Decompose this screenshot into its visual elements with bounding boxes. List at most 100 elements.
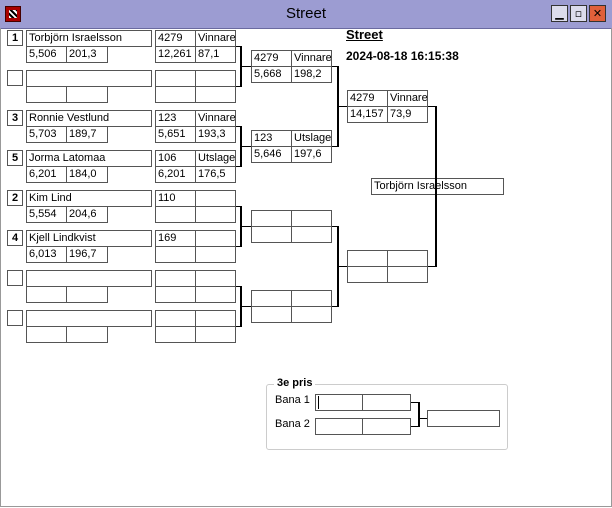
speed-value[interactable]: 196,7: [66, 246, 108, 263]
qf-car-number[interactable]: [251, 290, 292, 307]
sf-trap-speed[interactable]: [387, 266, 428, 283]
car-number[interactable]: 4279: [155, 30, 196, 47]
car-number[interactable]: 123: [155, 110, 196, 127]
sf-elapsed-time[interactable]: 14,157: [347, 106, 388, 123]
entrant-name[interactable]: Ronnie Vestlund: [26, 110, 152, 127]
entrant-name[interactable]: [26, 270, 152, 287]
qf-trap-speed[interactable]: [291, 226, 332, 243]
sf-car-number[interactable]: 4279: [347, 90, 388, 107]
qf-status[interactable]: [291, 290, 332, 307]
reaction-time[interactable]: 6,013: [26, 246, 67, 263]
result-status[interactable]: Vinnare: [195, 110, 236, 127]
trap-speed[interactable]: 87,1: [195, 46, 236, 63]
result-status[interactable]: [195, 310, 236, 327]
seed-box[interactable]: 3: [7, 110, 23, 126]
result-status[interactable]: [195, 230, 236, 247]
speed-value[interactable]: 201,3: [66, 46, 108, 63]
seed-box[interactable]: 5: [7, 150, 23, 166]
car-number[interactable]: [155, 70, 196, 87]
speed-value[interactable]: 189,7: [66, 126, 108, 143]
sf-status[interactable]: [387, 250, 428, 267]
bracket-connector: [332, 226, 339, 227]
trap-speed[interactable]: [195, 326, 236, 343]
speed-value[interactable]: 204,6: [66, 206, 108, 223]
elapsed-time[interactable]: [155, 286, 196, 303]
qf-status[interactable]: [291, 210, 332, 227]
result-status[interactable]: [195, 190, 236, 207]
qf-car-number[interactable]: 123: [251, 130, 292, 147]
elapsed-time[interactable]: [155, 86, 196, 103]
seed-box[interactable]: 2: [7, 190, 23, 206]
speed-value[interactable]: [66, 286, 108, 303]
elapsed-time[interactable]: [155, 206, 196, 223]
reaction-time[interactable]: 5,703: [26, 126, 67, 143]
entrant-name[interactable]: [26, 70, 152, 87]
result-status[interactable]: Vinnare: [195, 30, 236, 47]
seed-box[interactable]: 4: [7, 230, 23, 246]
seed-box[interactable]: [7, 270, 23, 286]
entrant-name[interactable]: Torbjörn Israelsson: [26, 30, 152, 47]
lane-2-status[interactable]: [362, 418, 411, 435]
seed-box[interactable]: [7, 70, 23, 86]
qf-status[interactable]: Utslagen: [291, 130, 332, 147]
qf-elapsed-time[interactable]: 5,668: [251, 66, 292, 83]
winner-field[interactable]: Torbjörn Israelsson: [371, 178, 504, 195]
app-icon[interactable]: [5, 6, 21, 22]
trap-speed[interactable]: [195, 86, 236, 103]
reaction-time[interactable]: 5,554: [26, 206, 67, 223]
third-place-winner[interactable]: [427, 410, 500, 427]
elapsed-time[interactable]: [155, 326, 196, 343]
minimize-button[interactable]: ▁: [551, 5, 568, 22]
title-bar[interactable]: [0, 0, 612, 29]
car-number[interactable]: [155, 310, 196, 327]
elapsed-time[interactable]: 6,201: [155, 166, 196, 183]
seed-box[interactable]: [7, 310, 23, 326]
car-number[interactable]: 169: [155, 230, 196, 247]
qf-car-number[interactable]: 4279: [251, 50, 292, 67]
qf-elapsed-time[interactable]: [251, 306, 292, 323]
qf-elapsed-time[interactable]: [251, 226, 292, 243]
qf-car-number[interactable]: [251, 210, 292, 227]
speed-value[interactable]: 184,0: [66, 166, 108, 183]
trap-speed[interactable]: 193,3: [195, 126, 236, 143]
lane-2-number[interactable]: [315, 418, 363, 435]
reaction-time[interactable]: [26, 286, 67, 303]
qf-elapsed-time[interactable]: 5,646: [251, 146, 292, 163]
sf-elapsed-time[interactable]: [347, 266, 388, 283]
result-status[interactable]: Utslagen: [195, 150, 236, 167]
entrant-name[interactable]: Kjell Lindkvist: [26, 230, 152, 247]
entrant-name[interactable]: Kim Lind: [26, 190, 152, 207]
car-number[interactable]: 110: [155, 190, 196, 207]
sf-car-number[interactable]: [347, 250, 388, 267]
sf-status[interactable]: Vinnare: [387, 90, 428, 107]
sf-trap-speed[interactable]: 73,9: [387, 106, 428, 123]
trap-speed[interactable]: 176,5: [195, 166, 236, 183]
lane-1-status[interactable]: [362, 394, 411, 411]
lane-1-number[interactable]: [315, 394, 363, 411]
entrant-name[interactable]: [26, 310, 152, 327]
reaction-time[interactable]: 5,506: [26, 46, 67, 63]
car-number[interactable]: [155, 270, 196, 287]
trap-speed[interactable]: [195, 206, 236, 223]
speed-value[interactable]: [66, 326, 108, 343]
qf-trap-speed[interactable]: [291, 306, 332, 323]
qf-status[interactable]: Vinnare: [291, 50, 332, 67]
speed-value[interactable]: [66, 86, 108, 103]
close-button[interactable]: ✕: [589, 5, 606, 22]
result-status[interactable]: [195, 70, 236, 87]
elapsed-time[interactable]: 12,261: [155, 46, 196, 63]
trap-speed[interactable]: [195, 286, 236, 303]
qf-trap-speed[interactable]: 197,6: [291, 146, 332, 163]
trap-speed[interactable]: [195, 246, 236, 263]
reaction-time[interactable]: [26, 326, 67, 343]
elapsed-time[interactable]: 5,651: [155, 126, 196, 143]
qf-trap-speed[interactable]: 198,2: [291, 66, 332, 83]
reaction-time[interactable]: 6,201: [26, 166, 67, 183]
reaction-time[interactable]: [26, 86, 67, 103]
car-number[interactable]: 106: [155, 150, 196, 167]
seed-box[interactable]: 1: [7, 30, 23, 46]
result-status[interactable]: [195, 270, 236, 287]
entrant-name[interactable]: Jorma Latomaa: [26, 150, 152, 167]
maximize-button[interactable]: ▫: [570, 5, 587, 22]
elapsed-time[interactable]: [155, 246, 196, 263]
